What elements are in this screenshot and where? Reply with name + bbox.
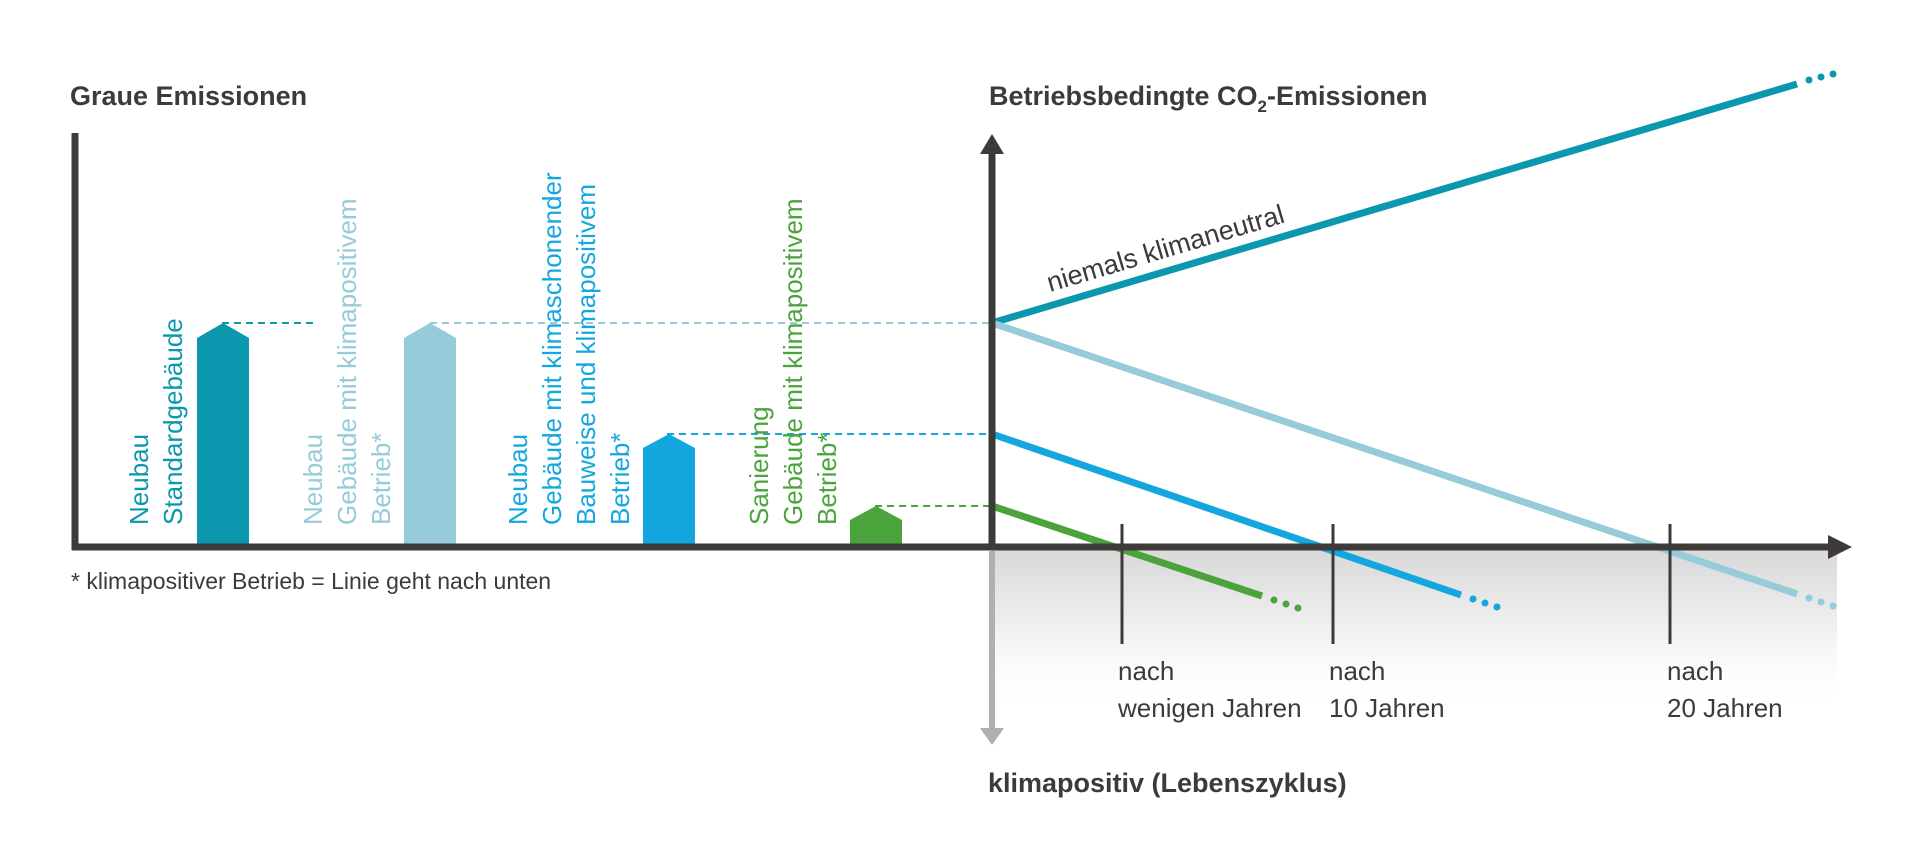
line-climate-positive-dots — [1805, 594, 1837, 610]
heading-operational-emissions: Betriebsbedingte CO2-Emissionen — [989, 81, 1428, 116]
axis-lifecycle-arrowhead — [980, 728, 1004, 745]
footnote: * klimapositiver Betrieb = Linie geht na… — [71, 568, 551, 594]
label-neubau-climate-friendly-line3: Bauweise und klimapositivem — [571, 184, 601, 525]
label-neubau-climate-friendly-line2: Gebäude mit klimaschonender — [537, 172, 567, 525]
heading-grey-emissions: Graue Emissionen — [70, 81, 307, 111]
bar-neubau-climate-friendly — [643, 434, 695, 546]
line-renovation — [990, 502, 1264, 600]
milestone-10-years: nach 10 Jahren — [1329, 656, 1445, 723]
lifecycle-gradient-area — [992, 550, 1837, 710]
axis-operational-arrowhead — [980, 134, 1004, 154]
heading-lifecycle: klimapositiv (Lebenszyklus) — [988, 768, 1347, 798]
label-neubau-climate-positive-line2: Gebäude mit klimapositivem — [332, 198, 362, 525]
label-renovation-line2: Gebäude mit klimapositivem — [778, 198, 808, 525]
label-renovation: Sanierung Gebäude mit klimapositivem Bet… — [744, 191, 842, 525]
line-climate-friendly — [990, 430, 1463, 599]
milestone-20-years: nach 20 Jahren — [1667, 656, 1783, 723]
label-renovation-line3: Betrieb* — [812, 433, 842, 526]
bar-neubau-climate-positive — [404, 323, 456, 546]
label-neubau-climate-friendly-line1: Neubau — [503, 434, 533, 525]
label-neubau-standard: Neubau Standardgebäude — [124, 318, 188, 525]
label-neubau-climate-friendly-line4: Betrieb* — [605, 433, 635, 526]
label-renovation-line1: Sanierung — [744, 406, 774, 525]
milestone-10-years-line1: nach — [1329, 656, 1385, 686]
heading-operational-prefix: Betriebsbedingte CO — [989, 81, 1258, 111]
milestone-20-years-line1: nach — [1667, 656, 1723, 686]
label-neubau-standard-line2: Standardgebäude — [158, 318, 188, 525]
line-never-neutral — [991, 80, 1798, 327]
milestone-few-years: nach wenigen Jahren — [1117, 656, 1302, 723]
heading-operational-suffix: -Emissionen — [1267, 81, 1428, 111]
label-neubau-climate-friendly: Neubau Gebäude mit klimaschonender Bauwe… — [503, 165, 635, 525]
label-neubau-climate-positive-line3: Betrieb* — [366, 433, 396, 526]
line-never-neutral-dots — [1805, 70, 1837, 84]
label-neubau-climate-positive: Neubau Gebäude mit klimapositivem Betrie… — [298, 191, 396, 525]
bar-neubau-standard — [197, 323, 249, 546]
line-climate-friendly-dots — [1469, 595, 1501, 611]
milestone-few-years-line2: wenigen Jahren — [1117, 693, 1302, 723]
milestone-few-years-line1: nach — [1118, 656, 1174, 686]
milestone-20-years-line2: 20 Jahren — [1667, 693, 1783, 723]
bar-renovation — [850, 506, 902, 546]
label-neubau-standard-line1: Neubau — [124, 434, 154, 525]
heading-operational-sub: 2 — [1258, 97, 1267, 116]
label-neubau-climate-positive-line1: Neubau — [298, 434, 328, 525]
line-renovation-dots — [1270, 596, 1302, 612]
milestone-10-years-line2: 10 Jahren — [1329, 693, 1445, 723]
axis-horizontal-arrowhead — [1828, 535, 1852, 559]
